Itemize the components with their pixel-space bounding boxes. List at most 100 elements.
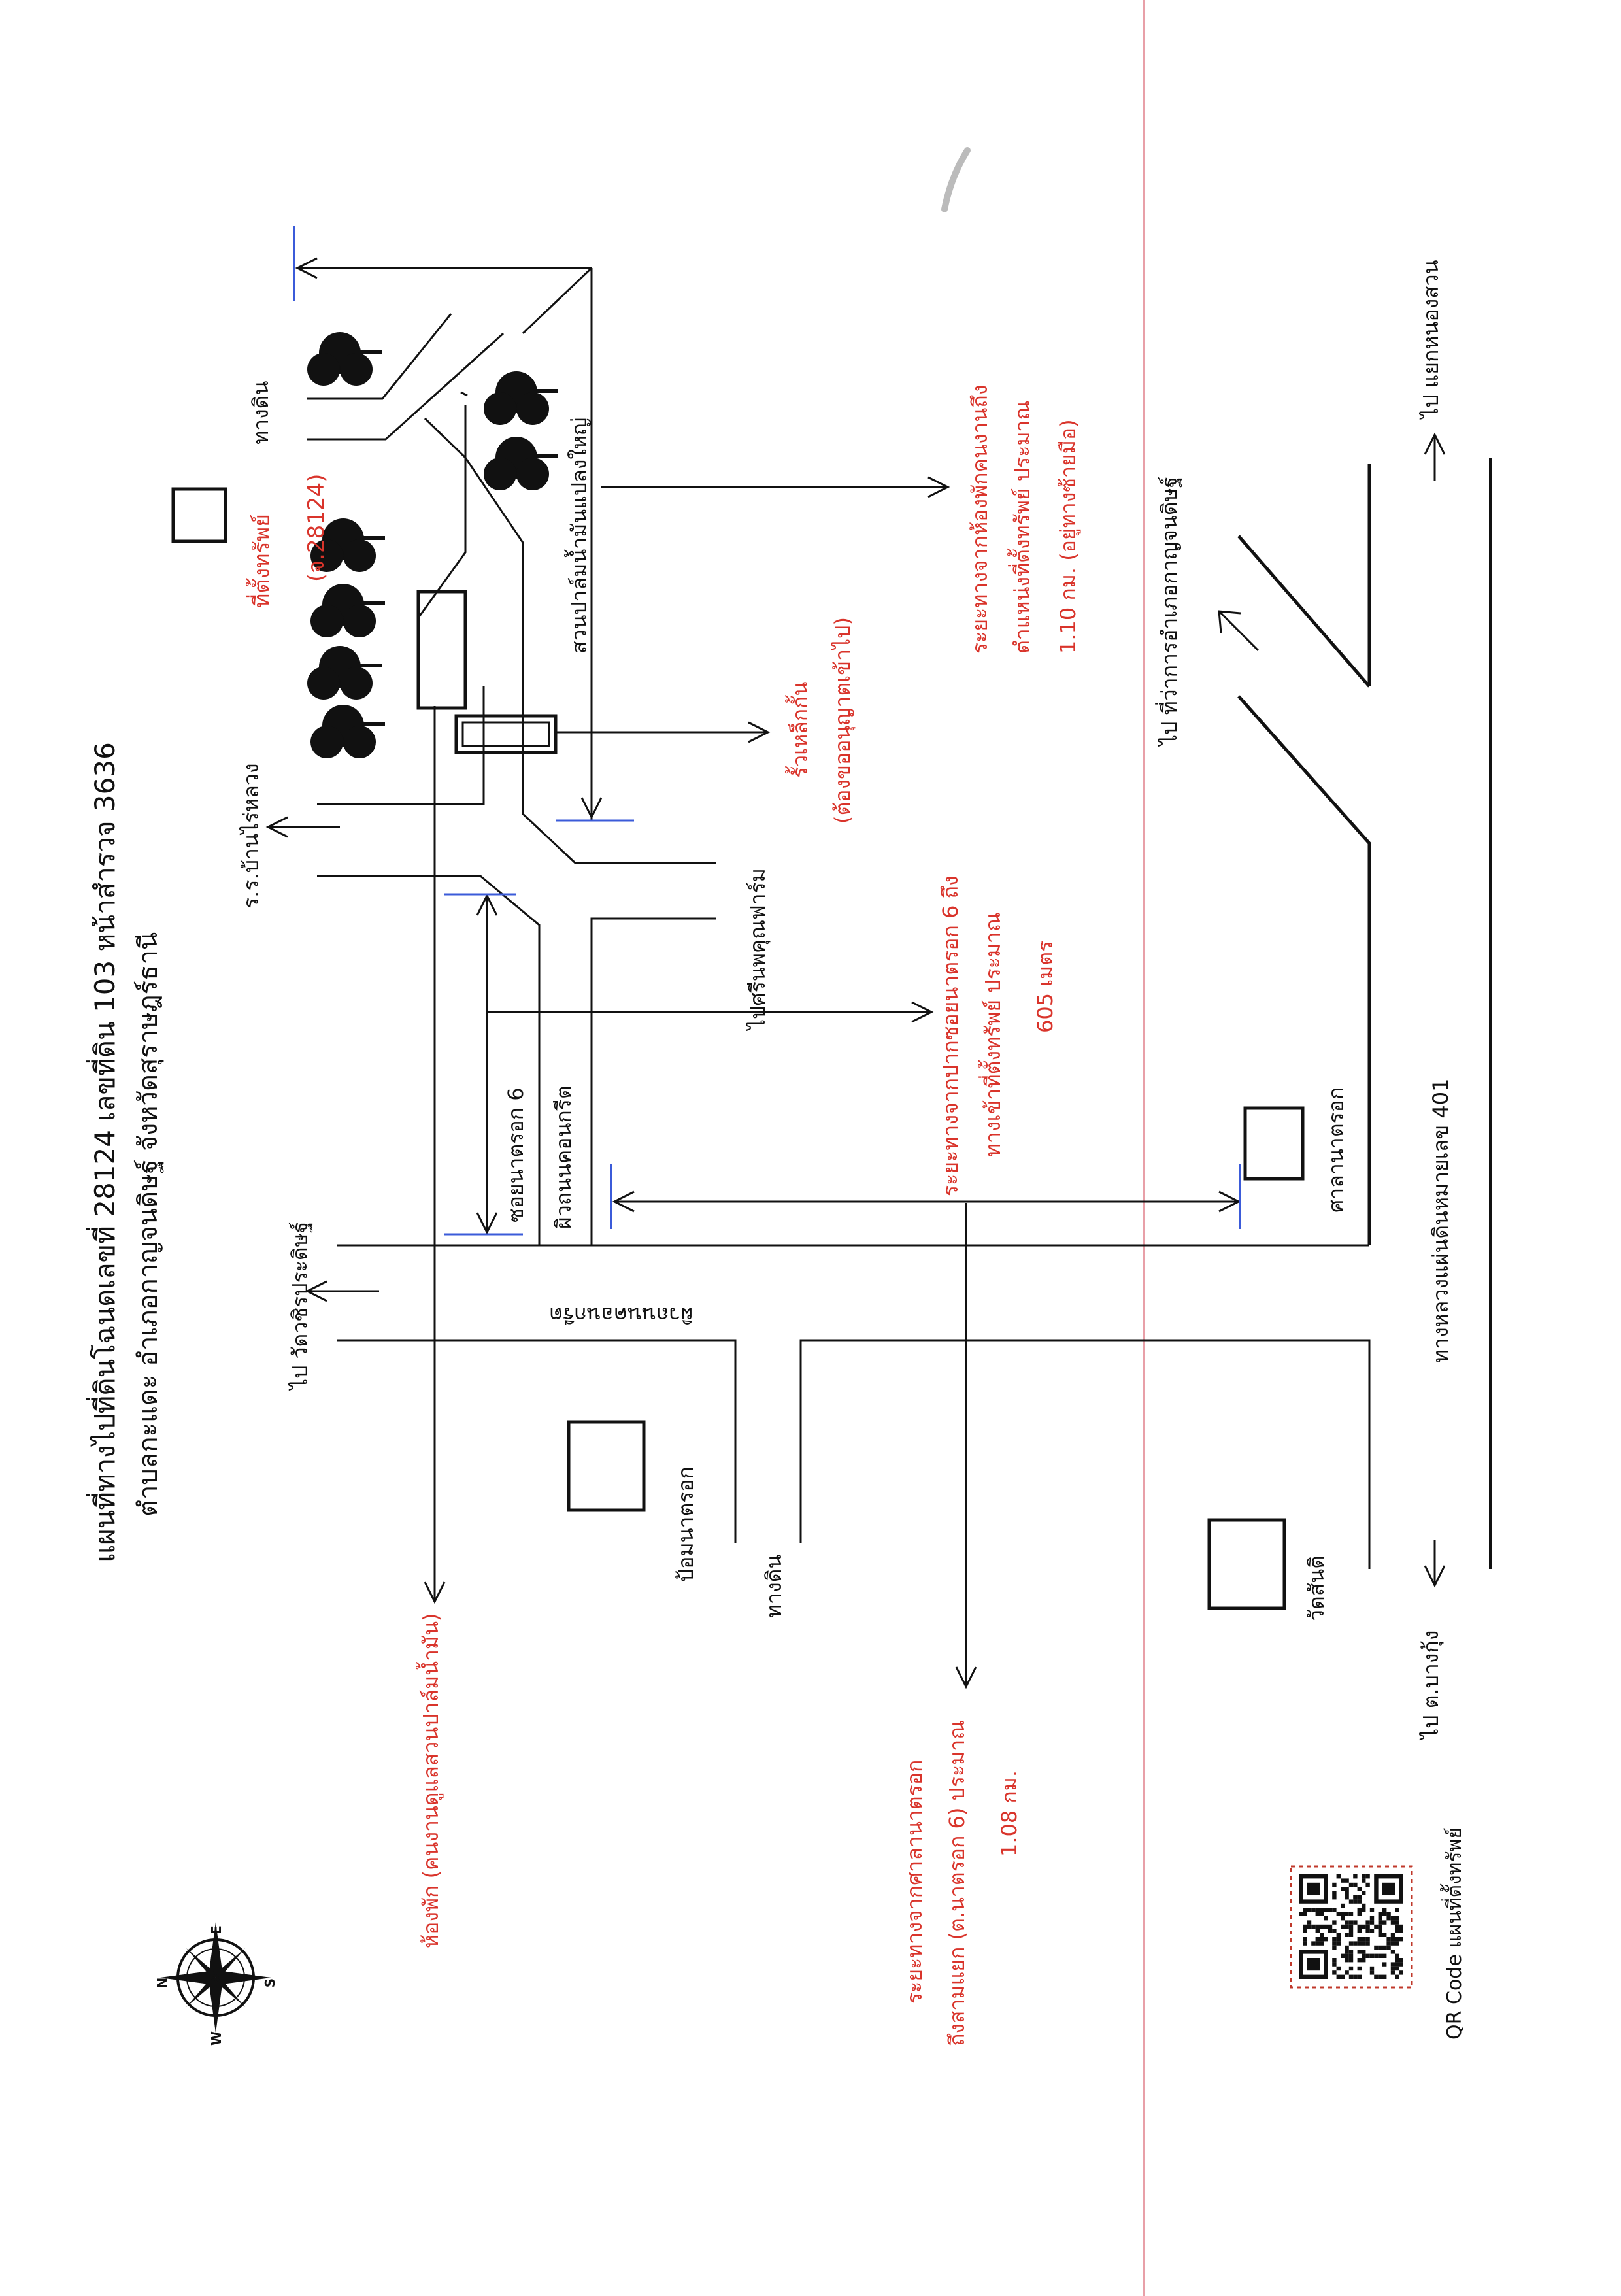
qr-module xyxy=(1378,1916,1382,1921)
qr-module xyxy=(1357,1929,1362,1933)
note-dist3-line1: ระยะทางจากห้องพักคนงานถึง xyxy=(967,385,992,654)
qr-module xyxy=(1345,1950,1349,1954)
qr-module xyxy=(1328,1924,1333,1929)
concrete-road-right-edge xyxy=(590,917,716,1245)
qr-module xyxy=(1348,1953,1354,1958)
qr-module xyxy=(1336,1966,1341,1971)
qr-module xyxy=(1341,1878,1345,1883)
qr-module xyxy=(1395,1908,1399,1912)
label-fence: รั้วเหล็กกั้น xyxy=(785,681,812,778)
qr-module xyxy=(1311,1941,1316,1946)
note-dist1-line1: ระยะทางจากศาลานาตรอก xyxy=(902,1760,927,2004)
map-title-line1: แผนที่ทางไปที่ดินโฉนดเลขที่ 28124 เลขที่… xyxy=(86,742,121,1562)
qr-module xyxy=(1357,1887,1362,1891)
arrow-to-nongsuan xyxy=(1424,432,1446,481)
qr-module xyxy=(1357,1924,1362,1929)
tree-icon xyxy=(484,437,558,490)
label-property-title: ที่ตั้งทรัพย์ xyxy=(246,514,275,608)
qr-module xyxy=(1357,1958,1362,1963)
qr-module xyxy=(1345,1953,1349,1958)
note-dist2-line2: ทางเข้าที่ตั้งทรัพย์ ประมาณ xyxy=(978,912,1005,1157)
qr-module xyxy=(1303,1912,1307,1916)
qr-module xyxy=(1324,1916,1328,1921)
title-block: แผนที่ทางไปที่ดินโฉนดเลขที่ 28124 เลขที่… xyxy=(86,742,164,1562)
qr-module xyxy=(1369,1929,1375,1933)
qr-module xyxy=(1353,1874,1358,1879)
qr-module xyxy=(1299,1912,1303,1916)
measure-soi-6 xyxy=(476,893,498,1235)
qr-module xyxy=(1320,1912,1324,1916)
compass-east: E xyxy=(209,1925,224,1934)
road-to-wat-wachira-bottom xyxy=(337,1339,737,1543)
qr-module xyxy=(1378,1953,1382,1958)
qr-module xyxy=(1341,1903,1345,1908)
qr-module xyxy=(1395,1929,1399,1933)
sala-natrok-building xyxy=(1243,1106,1305,1181)
dirt-track-y-left xyxy=(460,391,468,397)
arrow-fence-note xyxy=(556,721,771,743)
qr-module xyxy=(1362,1958,1366,1963)
qr-module xyxy=(1357,1966,1362,1971)
qr-module xyxy=(1336,1874,1341,1879)
qr-module xyxy=(1357,1937,1362,1942)
tree-icon xyxy=(307,332,382,386)
y-branch-left-inner xyxy=(307,313,452,400)
qr-module xyxy=(1315,1937,1320,1942)
map-title-line2: ตำบลกะแดะ อำเภอกาญจนดิษฐ์ จังหวัดสุราษฎร… xyxy=(133,932,164,1517)
label-to-farm: ไปศรีนพคุณฟาร์ม xyxy=(745,868,771,1032)
note-dist2-line3: 605 เมตร xyxy=(1033,941,1058,1033)
qr-module xyxy=(1362,1878,1366,1883)
worker-room-building xyxy=(416,590,467,710)
label-pomnatrok: ป้อมนาตรอก xyxy=(673,1466,698,1582)
qr-module xyxy=(1332,1945,1337,1950)
qr-module xyxy=(1332,1929,1337,1933)
highway-diagonal xyxy=(1237,535,1371,688)
qr-module xyxy=(1303,1941,1307,1946)
qr-module xyxy=(1320,1937,1324,1942)
label-dirt-road-bottom: ทางดิน xyxy=(761,1555,786,1618)
tree-icon xyxy=(484,371,558,425)
qr-module xyxy=(1390,1941,1395,1946)
buildings xyxy=(171,487,1305,1610)
qr-module xyxy=(1332,1970,1337,1975)
qr-module xyxy=(1399,1937,1403,1942)
qr-module xyxy=(1345,1878,1349,1883)
qr-module xyxy=(1336,1941,1341,1946)
qr-module xyxy=(1345,1945,1349,1950)
qr-module xyxy=(1353,1899,1358,1904)
tree-icon xyxy=(310,705,385,758)
qr-module xyxy=(1395,1953,1399,1958)
qr-module xyxy=(1378,1912,1382,1916)
qr-module xyxy=(1311,1908,1316,1912)
note-dist1-line3: 1.08 กม. xyxy=(997,1770,1022,1857)
qr-module xyxy=(1369,1953,1375,1958)
qr-code-icon[interactable] xyxy=(1290,1865,1413,1989)
qr-module xyxy=(1332,1891,1337,1895)
road-to-school xyxy=(317,686,485,805)
qr-module xyxy=(1332,1895,1337,1900)
qr-module xyxy=(1365,1941,1370,1946)
qr-module xyxy=(1348,1924,1354,1929)
qr-module xyxy=(1353,1920,1358,1925)
qr-module xyxy=(1332,1962,1337,1967)
qr-module xyxy=(1399,1924,1403,1929)
qr-module xyxy=(1353,1882,1358,1887)
compass-rose-icon: N E S W xyxy=(154,1922,278,2046)
qr-module xyxy=(1336,1912,1341,1916)
compass-west: W xyxy=(209,2031,224,2046)
tree-icon xyxy=(310,518,385,572)
qr-module xyxy=(1348,1912,1354,1916)
qr-module xyxy=(1353,1895,1358,1900)
qr-module xyxy=(1357,1912,1362,1916)
qr-module xyxy=(1324,1937,1328,1942)
qr-module xyxy=(1303,1937,1307,1942)
qr-module xyxy=(1386,1941,1391,1946)
qr-module xyxy=(1348,1958,1354,1963)
qr-module xyxy=(1374,1924,1379,1929)
label-soi-natrok-6: ซอยนาตรอก 6 xyxy=(503,1087,528,1223)
note-room: ห้องพัก (คนงานดูแลสวนปาล์มน้ำมัน) xyxy=(416,1613,444,1948)
measure-sala-junction xyxy=(612,1190,1241,1213)
qr-module xyxy=(1386,1945,1391,1950)
qr-module xyxy=(1378,1920,1382,1925)
